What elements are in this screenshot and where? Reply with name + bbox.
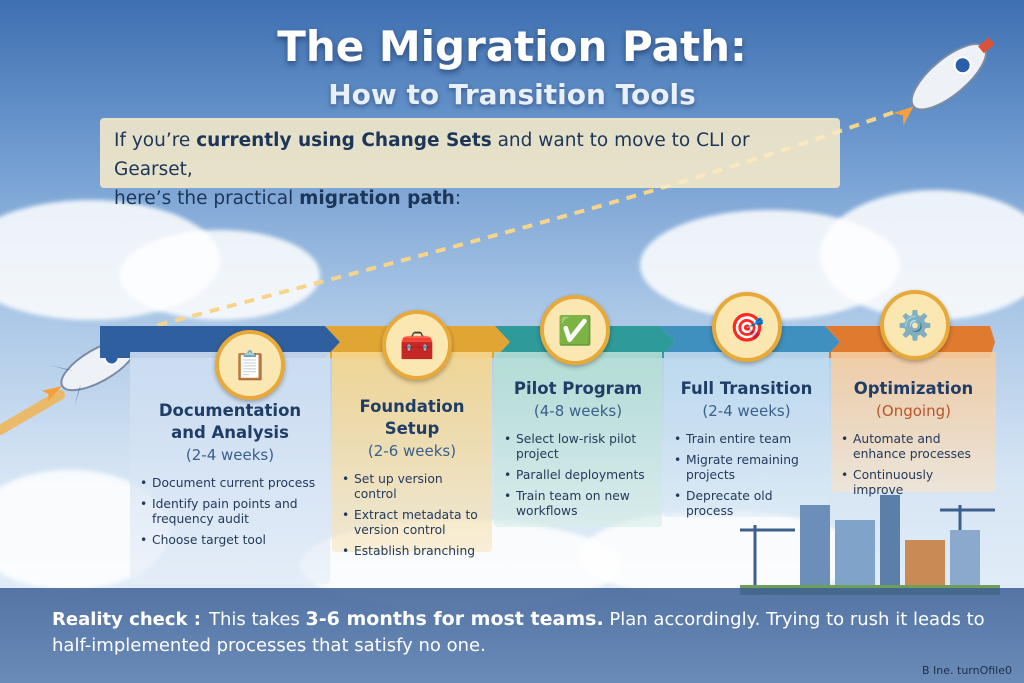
phase-title: Pilot Program	[513, 379, 643, 398]
intro-text: If you’re	[114, 130, 197, 151]
city-skyline-illustration	[740, 495, 1000, 595]
reality-text: This takes	[208, 609, 306, 630]
checkmark-folder-icon: ✅	[540, 295, 610, 365]
rocket-right-icon	[893, 37, 995, 128]
phase-duration: (4-8 weeks)	[533, 402, 623, 420]
phase-item: Continuously improve	[841, 468, 986, 498]
phase-card-pilot: Pilot Program (4-8 weeks) Select low-ris…	[494, 352, 662, 527]
intro-text: here’s the practical	[114, 188, 300, 209]
phase-title: Foundation Setup	[359, 397, 465, 438]
phase-item: Establish branching	[342, 544, 482, 559]
phase-duration: (2-4 weeks)	[702, 402, 791, 420]
reality-highlight: 3-6 months for most teams.	[305, 608, 604, 630]
phase-item: Train entire team	[674, 432, 819, 447]
credit-text: B Ine. turnOfile0	[921, 664, 1012, 677]
phase-item: Migrate remaining projects	[674, 453, 819, 483]
intro-emphasis: migration path	[299, 188, 455, 209]
intro-banner: If you’re currently using Change Sets an…	[100, 118, 840, 209]
reality-check-label: Reality check :	[52, 609, 201, 630]
phase-item: Set up version control	[342, 472, 482, 502]
phase-title: Optimization	[853, 379, 974, 398]
phase-duration: (Ongoing)	[876, 402, 951, 420]
phase-item: Deprecate old process	[674, 489, 819, 519]
phase-item: Train team on new workflows	[504, 489, 652, 519]
phase-card-optimization: Optimization (Ongoing) Automate and enha…	[831, 352, 996, 497]
phase-duration: (2-6 weeks)	[367, 442, 457, 460]
page-subtitle: How to Transition Tools	[328, 78, 696, 111]
reality-text: Plan accordingly. Trying to rush it lead…	[52, 609, 985, 656]
reality-check: Reality check : This takes 3-6 months for…	[52, 606, 992, 659]
page-title: The Migration Path:	[277, 22, 747, 71]
target-icon: 🎯	[712, 292, 782, 362]
toolbox-icon: 🧰	[382, 310, 452, 380]
phase-item: Select low-risk pilot project	[504, 432, 652, 462]
phase-item: Identify pain points and frequency audit	[140, 497, 320, 527]
gear-rocket-icon: ⚙️	[880, 290, 950, 360]
phase-item: Extract metadata to version control	[342, 508, 482, 538]
bottom-banner	[0, 588, 1024, 683]
phase-card-full-transition: Full Transition (2-4 weeks) Train entire…	[664, 352, 829, 519]
phase-title: Documentation and Analysis	[158, 401, 302, 442]
intro-emphasis: currently using Change Sets	[196, 130, 492, 151]
phase-item: Choose target tool	[140, 533, 320, 548]
intro-text: and want to move to CLI or Gearset,	[114, 130, 750, 180]
intro-text: :	[454, 188, 462, 209]
phase-card-foundation: Foundation Setup (2-6 weeks) Set up vers…	[332, 352, 492, 559]
phase-item: Parallel deployments	[504, 468, 652, 483]
phase-title: Full Transition	[680, 379, 813, 398]
phase-duration: (2-4 weeks)	[185, 446, 275, 464]
phase-item: Automate and enhance processes	[841, 432, 986, 462]
clipboard-magnifier-icon: 📋	[215, 330, 285, 400]
phase-item: Document current process	[140, 476, 320, 491]
cloud	[120, 230, 320, 320]
